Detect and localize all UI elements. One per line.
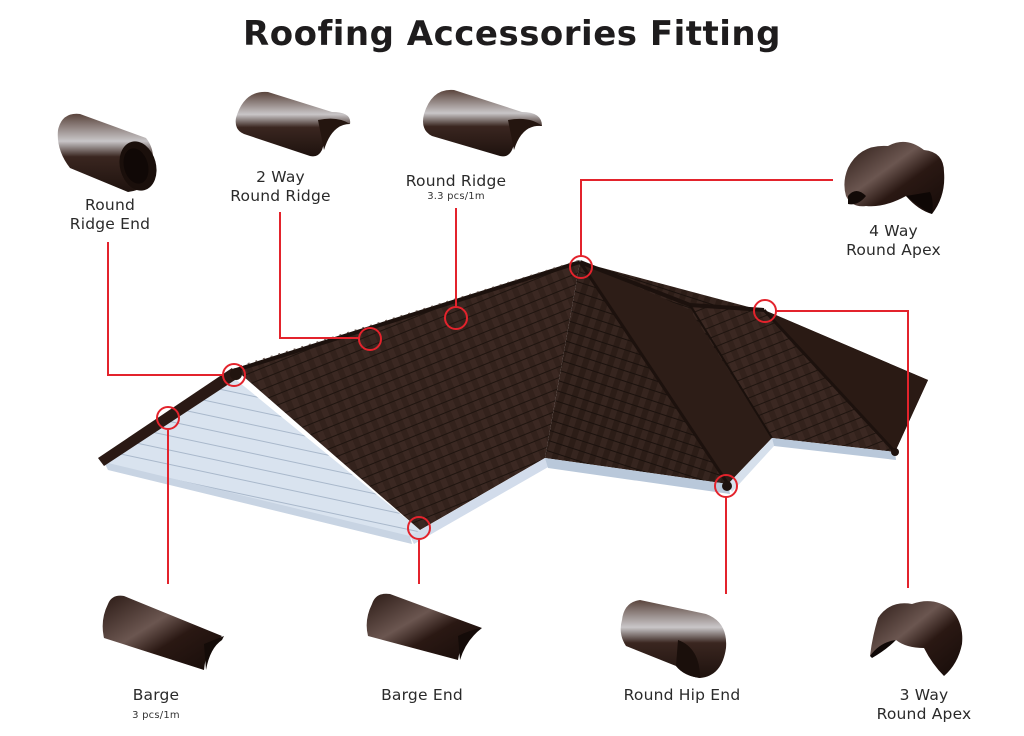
hip-end-knob [722,481,732,491]
label-4-way-round-apex: 4 Way Round Apex [836,222,951,260]
ridge-main [235,260,581,372]
label-barge: Barge 3 pcs/1m [108,686,204,722]
marker-round-ridge [444,306,468,330]
label-2-way-round-ridge-line-1: 2 Way [256,168,305,186]
ridge-end-knob [230,368,242,380]
barge-edge [98,368,238,466]
label-barge-end-line-1: Barge End [381,686,463,704]
hip-line-right [762,308,897,454]
label-barge-line-1: Barge [132,686,180,704]
marker-2-way-round-ridge [358,327,382,351]
3-way-round-apex-tile-icon [870,601,963,676]
roof-model [98,259,928,544]
label-round-ridge-line-1: Round Ridge [405,172,507,190]
4-way-round-apex-tile-icon [844,141,945,214]
roof-plane-right-hip [764,310,928,452]
hip-line-valley [689,304,773,439]
label-round-hip-end: Round Hip End [612,686,752,705]
leader-2-way-round-ridge [279,212,359,339]
2-way-round-ridge-tile-icon [235,91,351,157]
label-3-way-round-apex-line-1: 3 Way [899,686,949,704]
label-round-ridge-note: 3.3 pcs/1m [427,191,485,202]
marker-round-hip-end [714,474,738,498]
diagram-title: Roofing Accessories Fitting [243,14,781,54]
ridge-main-highlight [239,259,581,367]
marker-barge-end [407,516,431,540]
round-ridge-tile-icon [423,89,542,157]
leader-round-ridge-end [107,242,222,376]
eave-front-mid [728,438,774,492]
label-barge-note: 3 pcs/1m [132,710,180,721]
barge-tile-icon [102,595,224,670]
round-hip-end-tile-icon [620,600,727,678]
leader-3-way-round-apex [775,310,909,588]
callout-circles [156,255,777,540]
label-3-way-round-apex-line-2: Round Apex [876,705,972,723]
eave-front-center [545,458,730,494]
label-2-way-round-ridge: 2 Way Round Ridge [218,168,343,206]
marker-3-way-round-apex [753,299,777,323]
label-4-way-round-apex-line-1: 4 Way [869,222,918,240]
eave-front-left [410,458,550,544]
label-round-ridge-end: Round Ridge End [50,196,170,234]
roof-plane-left [236,262,580,530]
barge-end-tile-icon [366,593,482,660]
label-round-ridge: Round Ridge 3.3 pcs/1m [396,172,516,203]
label-round-ridge-end-line-1: Round [84,196,136,214]
roof-hip-face [580,262,772,484]
label-2-way-round-ridge-line-2: Round Ridge [230,187,331,205]
label-4-way-round-apex-line-2: Round Apex [846,241,941,259]
marker-4-way-round-apex [569,255,593,279]
eave-front-right [772,438,896,460]
gable-soffit [104,462,412,544]
hip-line-center [578,261,730,485]
marker-round-ridge-end [222,363,246,387]
label-barge-end: Barge End [366,686,478,705]
leader-4-way-round-apex [580,179,833,256]
label-round-hip-end-line-1: Round Hip End [623,686,741,704]
label-3-way-round-apex: 3 Way Round Apex [866,686,982,724]
label-round-ridge-end-line-2: Ridge End [69,215,151,233]
marker-barge [156,406,180,430]
hip-end-knob-right [891,448,899,456]
callout-lines [107,179,909,594]
round-ridge-end-tile-icon [57,113,157,192]
